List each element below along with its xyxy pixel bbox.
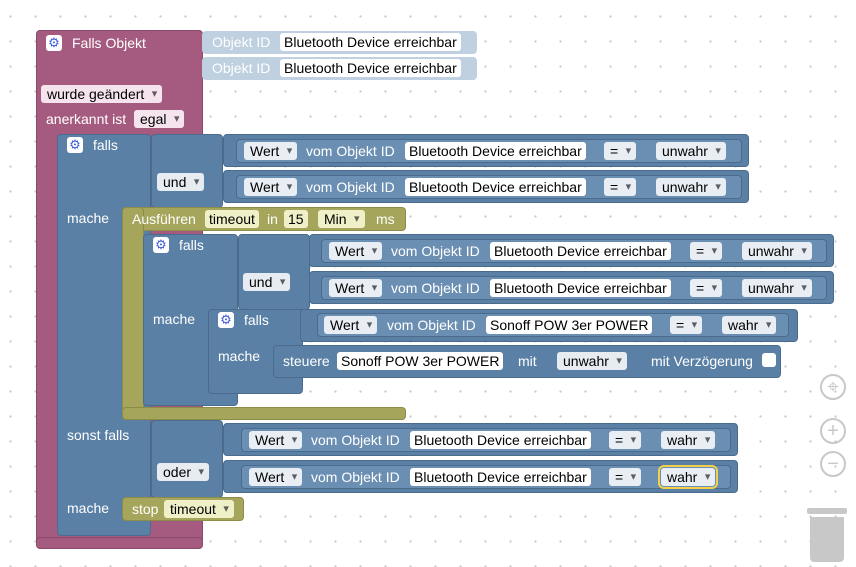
if3-c1-value-dropdown[interactable]: wahr [722,316,777,334]
if1-c2-wert-dropdown[interactable]: Wert [244,178,298,196]
plus-icon[interactable]: + [820,418,846,444]
if2-block-cond-strip [238,234,310,310]
if1-c1-object-field[interactable]: Bluetooth Device erreichbar [405,142,586,160]
timeout-block-bottom [122,407,406,420]
if1-e1-operator-dropdown[interactable]: = [609,431,642,449]
trash-bin [810,517,844,562]
if3-mache-label: mache [218,348,261,364]
control-value-dropdown[interactable]: unwahr [557,352,627,370]
if-block-else-strip [151,420,223,498]
if1-c1-wert-dropdown[interactable]: Wert [244,142,298,160]
event-block-bottom [36,537,203,549]
object-id-field-2[interactable]: Bluetooth Device erreichbar [280,59,461,77]
gear-icon[interactable]: ⚙ [153,237,169,253]
if1-und-dropdown[interactable]: und [157,173,205,191]
if1-c1-value-dropdown[interactable]: unwahr [656,142,726,160]
if1-c1-operator-dropdown[interactable]: = [604,142,637,160]
if1-e2-wert-dropdown[interactable]: Wert [249,468,303,486]
if1-e1-vom-label: vom Objekt ID [311,432,400,448]
crosshair-icon[interactable]: ⌖ [820,374,846,400]
trash-lid [807,508,847,514]
timeout-in-label: in [267,211,278,227]
if2-c1-operator-dropdown[interactable]: = [690,242,723,260]
if1-e1-value-dropdown[interactable]: wahr [661,431,716,449]
if1-e2-operator-dropdown[interactable]: = [609,468,642,486]
if2-c1-wert-dropdown[interactable]: Wert [329,242,383,260]
if2-c2-vom-label: vom Objekt ID [391,280,480,296]
if-block-cond-strip [151,134,223,208]
if1-c2-operator-dropdown[interactable]: = [604,178,637,196]
if1-c2-object-field[interactable]: Bluetooth Device erreichbar [405,178,586,196]
event-title: Falls Objekt [72,35,146,51]
if1-oder-dropdown[interactable]: oder [157,463,210,481]
stop-timeout-dropdown[interactable]: timeout [164,500,234,518]
if1-sonst-falls-label: sonst falls [67,427,130,443]
delay-checkbox[interactable] [762,353,776,367]
if2-c2-value-dropdown[interactable]: unwahr [742,279,812,297]
gear-icon[interactable]: ⚙ [46,35,62,51]
if1-falls-label: falls [93,137,118,153]
if1-e1-wert-dropdown[interactable]: Wert [249,431,303,449]
control-delay-label: mit Verzögerung [651,353,753,369]
timeout-unit-dropdown[interactable]: Min [318,210,365,228]
timeout-value-field[interactable]: 15 [284,210,308,228]
if2-und-dropdown[interactable]: und [243,273,291,291]
if1-e2-value-dropdown-selected[interactable]: wahr [657,465,719,489]
if1-mache2-label: mache [67,500,110,516]
stop-label: stop [132,501,159,517]
if3-c1-vom-label: vom Objekt ID [387,317,476,333]
if3-c1-operator-dropdown[interactable]: = [670,316,703,334]
object-id-field-1[interactable]: Bluetooth Device erreichbar [280,33,461,51]
timeout-block-side [122,207,144,420]
if2-c1-value-dropdown[interactable]: unwahr [742,242,812,260]
ack-label: anerkannt ist [46,111,127,127]
if1-e1-object-field[interactable]: Bluetooth Device erreichbar [410,431,591,449]
if3-c1-wert-dropdown[interactable]: Wert [324,316,378,334]
if1-e2-object-field[interactable]: Bluetooth Device erreichbar [410,468,591,486]
if3-falls-label: falls [244,312,269,328]
if1-c1-vom-label: vom Objekt ID [306,143,395,159]
gear-icon[interactable]: ⚙ [67,137,83,153]
if1-c2-value-dropdown[interactable]: unwahr [656,178,726,196]
if2-c2-operator-dropdown[interactable]: = [690,279,723,297]
object-id-label-2: Objekt ID [212,60,271,76]
if2-c2-object-field[interactable]: Bluetooth Device erreichbar [490,279,671,297]
control-object-field[interactable]: Sonoff POW 3er POWER [337,352,504,370]
trash-icon[interactable] [807,508,847,562]
timeout-label: Ausführen [132,211,196,227]
minus-icon[interactable]: − [820,451,846,477]
control-mit-label: mit [518,353,537,369]
gear-icon[interactable]: ⚙ [218,312,234,328]
ack-dropdown[interactable]: egal [134,110,185,128]
if1-e2-vom-label: vom Objekt ID [311,469,400,485]
if1-c2-vom-label: vom Objekt ID [306,179,395,195]
if2-c1-object-field[interactable]: Bluetooth Device erreichbar [490,242,671,260]
if1-mache-label: mache [67,210,110,226]
control-label: steuere [283,353,330,369]
if3-c1-object-field[interactable]: Sonoff POW 3er POWER [486,316,653,334]
if2-c2-wert-dropdown[interactable]: Wert [329,279,383,297]
if2-c1-vom-label: vom Objekt ID [391,243,480,259]
timeout-ms-label: ms [376,211,395,227]
object-id-label-1: Objekt ID [212,34,271,50]
if2-falls-label: falls [179,237,204,253]
if2-mache-label: mache [153,311,196,327]
timeout-name-field[interactable]: timeout [205,210,259,228]
changed-dropdown[interactable]: wurde geändert [41,85,163,103]
